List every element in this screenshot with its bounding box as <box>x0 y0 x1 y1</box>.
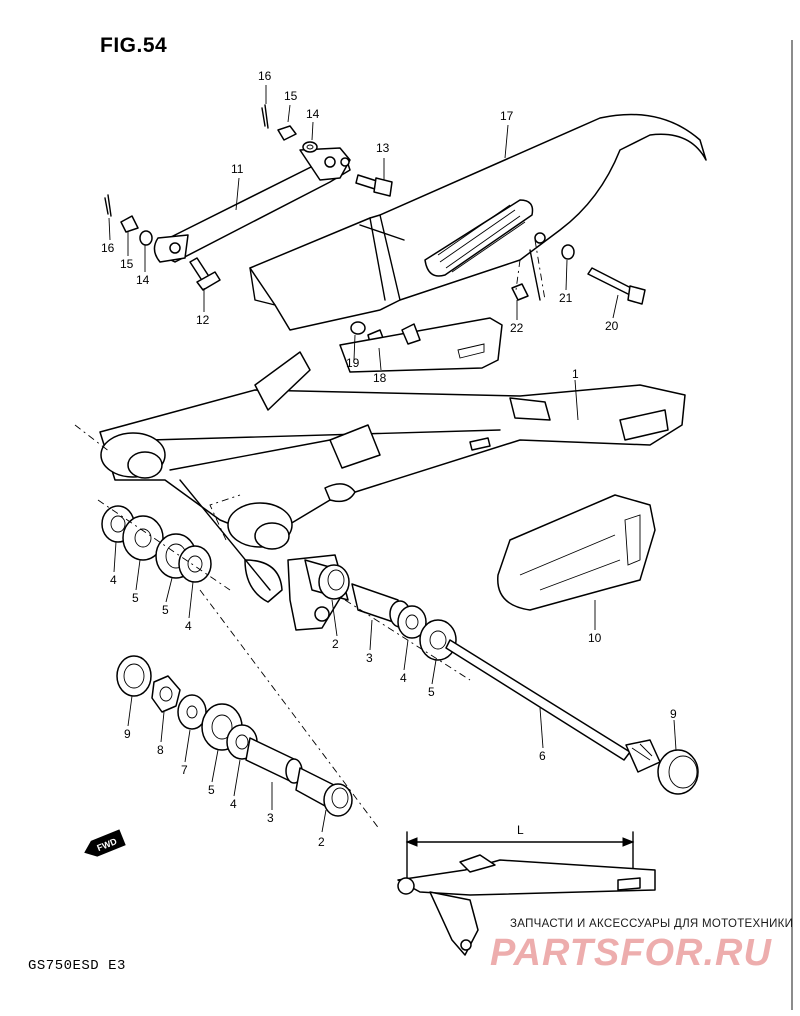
dimension-inset <box>397 831 656 956</box>
pivot-cap-left <box>116 655 152 697</box>
bolt-20 <box>587 267 646 305</box>
dimension-label-L: L <box>517 823 524 837</box>
callout-20: 20 <box>605 319 619 333</box>
lower-left-stack <box>116 655 353 817</box>
callout-1: 1 <box>572 367 579 381</box>
callout-4-d: 4 <box>230 797 237 811</box>
torque-link-part <box>153 147 351 263</box>
callout-9-left: 9 <box>124 727 131 741</box>
washer-19 <box>350 321 366 335</box>
callout-9-right: 9 <box>670 707 677 721</box>
callout-5-b: 5 <box>162 603 169 617</box>
bolt-12 <box>189 257 221 291</box>
fwd-direction-badge: FWD <box>84 829 126 857</box>
callout-19: 19 <box>346 356 360 370</box>
callout-14-lower: 14 <box>136 273 150 287</box>
callout-3-upper: 3 <box>366 651 373 665</box>
callout-3-lower: 3 <box>267 811 274 825</box>
callout-18: 18 <box>373 371 387 385</box>
callout-11: 11 <box>231 162 244 176</box>
pivot-nut-8 <box>151 675 181 713</box>
callout-12: 12 <box>196 313 210 327</box>
callout-15-lower: 15 <box>120 257 134 271</box>
washer-14-upper <box>302 141 318 153</box>
cotter-pin-16-lower <box>107 194 112 217</box>
callout-4-c: 4 <box>400 671 407 685</box>
watermark-brand-logo: PARTSFOR.RU <box>490 932 772 974</box>
callout-16-upper: 16 <box>258 69 272 83</box>
figure-title: FIG.54 <box>100 34 168 57</box>
callout-5-d: 5 <box>208 783 215 797</box>
washer-14-lower <box>139 230 153 246</box>
callout-21: 21 <box>559 291 573 305</box>
leader-lines <box>108 85 677 833</box>
callout-5-a: 5 <box>132 591 139 605</box>
callout-numbers: 1 2 2 3 3 4 4 4 4 5 5 5 5 6 7 8 9 9 10 1… <box>101 69 677 849</box>
washer-21 <box>561 244 575 260</box>
callout-17: 17 <box>500 109 514 123</box>
cotter-pin-16-upper <box>264 104 269 129</box>
callout-4-b: 4 <box>185 619 192 633</box>
chain-guard-part <box>497 494 656 611</box>
model-code: GS750ESD E3 <box>28 958 126 974</box>
swing-arm-part <box>99 351 686 631</box>
callout-5-c: 5 <box>428 685 435 699</box>
chain-guide-bracket <box>339 317 503 373</box>
callout-16-lower: 16 <box>101 241 115 255</box>
nut-15-lower <box>120 215 139 233</box>
right-pivot-stack <box>304 559 457 661</box>
pivot-cap-right <box>657 749 699 795</box>
callout-6: 6 <box>539 749 546 763</box>
callout-4-a: 4 <box>110 573 117 587</box>
bolt-13 <box>355 174 393 197</box>
callout-15-upper: 15 <box>284 89 298 103</box>
callout-7: 7 <box>181 763 188 777</box>
callout-10: 10 <box>588 631 602 645</box>
nut-15-upper <box>277 125 297 141</box>
callout-2-upper: 2 <box>332 637 339 651</box>
callout-22: 22 <box>510 321 524 335</box>
callout-14-upper: 14 <box>306 107 320 121</box>
callout-8: 8 <box>157 743 164 757</box>
watermark-caption: ЗАПЧАСТИ И АКСЕССУАРЫ ДЛЯ МОТОТЕХНИКИ <box>510 918 794 930</box>
nut-22 <box>511 283 529 301</box>
callout-2-lower: 2 <box>318 835 325 849</box>
assembly-lines <box>74 239 546 831</box>
chain-case-part <box>249 113 707 331</box>
callout-13: 13 <box>376 141 390 155</box>
pivot-shaft-part <box>445 639 699 795</box>
left-pivot-stack <box>101 505 212 583</box>
